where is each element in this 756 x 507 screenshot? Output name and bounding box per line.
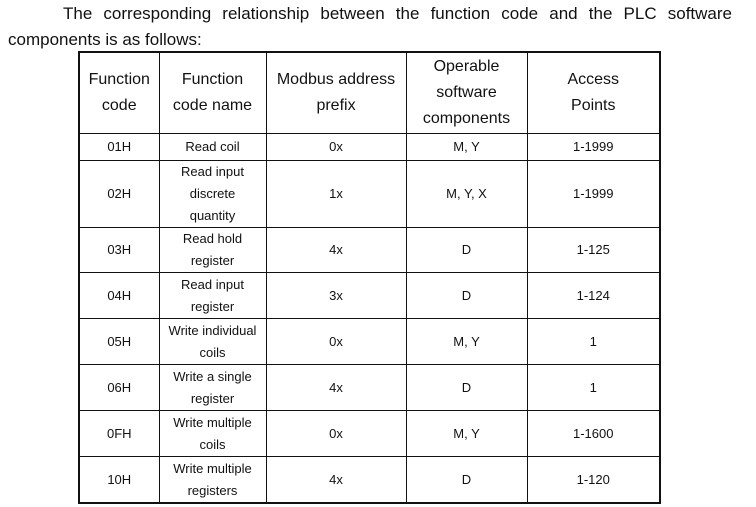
cell-name: Write a single register bbox=[158, 364, 267, 411]
cell-prefix: 0x bbox=[265, 318, 407, 365]
cell-points: 1 bbox=[526, 364, 661, 411]
header-function-code-name: Function code name bbox=[158, 51, 267, 134]
table-row: 05H Write individual coils 0x M, Y 1 bbox=[78, 318, 661, 365]
cell-components: D bbox=[405, 364, 528, 411]
cell-code: 05H bbox=[78, 318, 160, 365]
cell-name: Read coil bbox=[158, 133, 267, 161]
header-operable-software-components: Operable software components bbox=[405, 51, 528, 134]
cell-points: 1 bbox=[526, 318, 661, 365]
cell-components: M, Y bbox=[405, 410, 528, 457]
cell-prefix: 4x bbox=[265, 364, 407, 411]
cell-points: 1-120 bbox=[526, 456, 661, 504]
cell-name: Write multiple coils bbox=[158, 410, 267, 457]
header-function-code: Function code bbox=[78, 51, 160, 134]
cell-code: 01H bbox=[78, 133, 160, 161]
cell-points: 1-124 bbox=[526, 272, 661, 319]
cell-name: Read input discrete quantity bbox=[158, 160, 267, 228]
cell-prefix: 0x bbox=[265, 133, 407, 161]
table-header-row: Function code Function code name Modbus … bbox=[78, 51, 661, 134]
table-row: 10H Write multiple registers 4x D 1-120 bbox=[78, 456, 661, 504]
cell-points: 1-1999 bbox=[526, 133, 661, 161]
cell-prefix: 1x bbox=[265, 160, 407, 228]
cell-components: D bbox=[405, 227, 528, 273]
cell-code: 03H bbox=[78, 227, 160, 273]
cell-code: 06H bbox=[78, 364, 160, 411]
cell-components: M, Y bbox=[405, 133, 528, 161]
table-row: 01H Read coil 0x M, Y 1-1999 bbox=[78, 133, 661, 161]
cell-prefix: 0x bbox=[265, 410, 407, 457]
cell-code: 04H bbox=[78, 272, 160, 319]
header-modbus-address-prefix: Modbus address prefix bbox=[265, 51, 407, 134]
cell-code: 02H bbox=[78, 160, 160, 228]
cell-name: Read hold register bbox=[158, 227, 267, 273]
cell-points: 1-125 bbox=[526, 227, 661, 273]
cell-components: D bbox=[405, 272, 528, 319]
cell-components: M, Y, X bbox=[405, 160, 528, 228]
cell-code: 10H bbox=[78, 456, 160, 504]
cell-prefix: 4x bbox=[265, 456, 407, 504]
table-row: 04H Read input register 3x D 1-124 bbox=[78, 272, 661, 319]
table-row: 02H Read input discrete quantity 1x M, Y… bbox=[78, 160, 661, 228]
cell-points: 1-1600 bbox=[526, 410, 661, 457]
table-row: 03H Read hold register 4x D 1-125 bbox=[78, 227, 661, 273]
cell-prefix: 3x bbox=[265, 272, 407, 319]
cell-prefix: 4x bbox=[265, 227, 407, 273]
cell-points: 1-1999 bbox=[526, 160, 661, 228]
cell-name: Write individual coils bbox=[158, 318, 267, 365]
function-code-table: Function code Function code name Modbus … bbox=[78, 51, 661, 504]
cell-components: D bbox=[405, 456, 528, 504]
table-row: 06H Write a single register 4x D 1 bbox=[78, 364, 661, 411]
cell-name: Write multiple registers bbox=[158, 456, 267, 504]
intro-line-1: The corresponding relationship between t… bbox=[63, 4, 732, 23]
cell-code: 0FH bbox=[78, 410, 160, 457]
header-access-points: Access Points bbox=[526, 51, 661, 134]
cell-components: M, Y bbox=[405, 318, 528, 365]
intro-line-2: components is as follows: bbox=[8, 30, 202, 49]
cell-name: Read input register bbox=[158, 272, 267, 319]
table-row: 0FH Write multiple coils 0x M, Y 1-1600 bbox=[78, 410, 661, 457]
